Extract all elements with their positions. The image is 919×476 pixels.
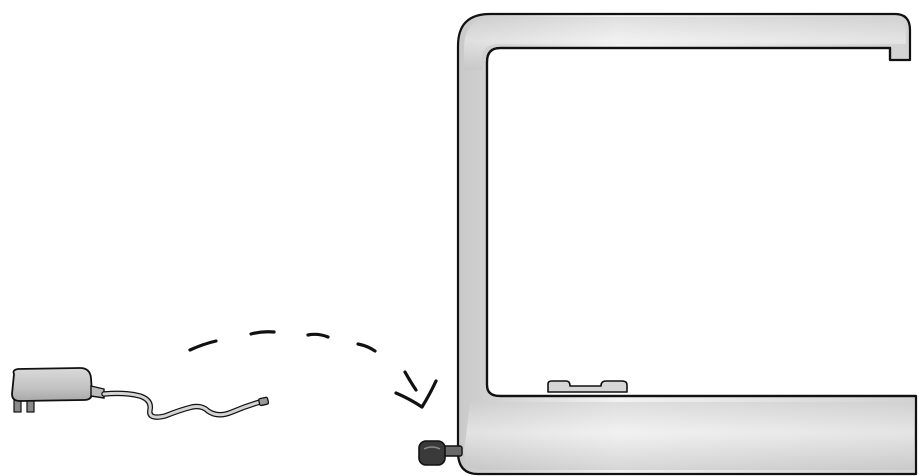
dashed-arrow-icon xyxy=(190,332,436,407)
device-frame-icon xyxy=(458,14,916,474)
bottom-clip-icon xyxy=(548,381,627,392)
power-adapter-icon xyxy=(12,368,104,412)
power-port-connector-icon xyxy=(419,441,462,465)
power-cable-icon xyxy=(104,393,269,417)
